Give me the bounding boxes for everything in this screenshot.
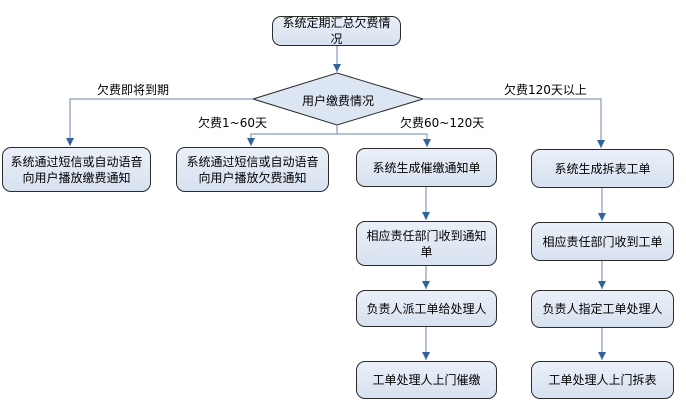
edge-label-days-120-plus: 欠费120天以上: [504, 83, 587, 97]
node-sms-payment-notice: 系统通过短信或自动语音向用户播放缴费通知: [2, 147, 151, 192]
node-dept-receive-notice: 相应责任部门收到通知单: [356, 221, 497, 266]
node-decision-label: 用户缴费情况: [301, 94, 374, 108]
node-sms-arrears-notice: 系统通过短信或自动语音向用户播放欠费通知: [176, 147, 329, 192]
node-onsite-collect: 工单处理人上门催缴: [356, 361, 497, 399]
node-start: 系统定期汇总欠费情况: [272, 16, 401, 46]
node-onsite-remove-meter: 工单处理人上门拆表: [531, 361, 674, 399]
node-dept-receive-workorder: 相应责任部门收到工单: [531, 222, 674, 261]
node-generate-removal-workorder: 系统生成拆表工单: [531, 149, 674, 188]
node-generate-reminder-notice: 系统生成催缴通知单: [356, 148, 497, 187]
node-designate-handler: 负责人指定工单处理人: [531, 290, 674, 328]
node-assign-workorder: 负责人派工单给处理人: [356, 290, 497, 327]
edge-branch-60-120: [336, 125, 431, 147]
edge-label-due-soon: 欠费即将到期: [97, 83, 170, 97]
edge-label-days-1-60: 欠费1~60天: [198, 116, 267, 130]
edge-branch-due-soon: [66, 98, 253, 146]
edge-label-days-60-120: 欠费60~120天: [400, 116, 485, 130]
edge-branch-120-plus: [423, 98, 605, 148]
